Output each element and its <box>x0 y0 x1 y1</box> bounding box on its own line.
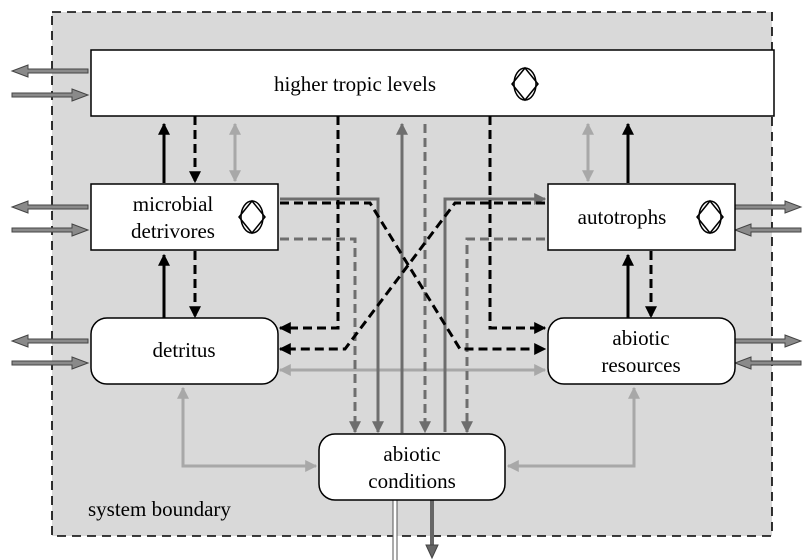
node-microbial-detrivores: microbial detrivores <box>90 183 279 251</box>
autotrophs-label: autotrophs <box>578 205 667 229</box>
abiotic-resources-label-line-1: abiotic <box>612 326 669 350</box>
external-exchange-left-higher <box>10 64 90 102</box>
detritus-label: detritus <box>153 338 216 362</box>
microbial-label-line-2: detrivores <box>131 219 215 243</box>
external-exchange-left-microbial <box>10 200 90 237</box>
node-detritus: detritus <box>90 317 279 385</box>
light-gray-flows <box>177 122 640 472</box>
dark-gray-solid-flows <box>280 122 547 434</box>
higher-tropic-levels-label: higher tropic levels <box>274 72 436 96</box>
node-abiotic-conditions: abiotic conditions <box>318 433 506 501</box>
external-exchange-right-autotrophs <box>733 200 803 237</box>
diamond-in-circle-icon <box>238 199 266 235</box>
dark-gray-dashed-flows <box>280 124 545 434</box>
node-higher-tropic-levels: higher tropic levels <box>90 49 775 117</box>
external-exchange-right-abiotic-resources <box>733 334 803 370</box>
abiotic-resources-label-line-2: resources <box>601 353 680 377</box>
microbial-label-line-1: microbial <box>133 192 214 216</box>
node-autotrophs: autotrophs <box>547 183 736 251</box>
black-solid-flows <box>158 122 634 318</box>
diamond-in-circle-icon <box>696 199 724 235</box>
black-dashed-flows <box>189 116 657 355</box>
abiotic-conditions-label-line-1: abiotic <box>383 442 440 466</box>
diamond-in-circle-icon <box>511 66 539 102</box>
external-exchange-left-detritus <box>10 334 90 370</box>
system-boundary-label: system boundary <box>88 497 231 521</box>
abiotic-conditions-label-line-2: conditions <box>368 469 456 493</box>
node-abiotic-resources: abiotic resources <box>547 317 736 385</box>
